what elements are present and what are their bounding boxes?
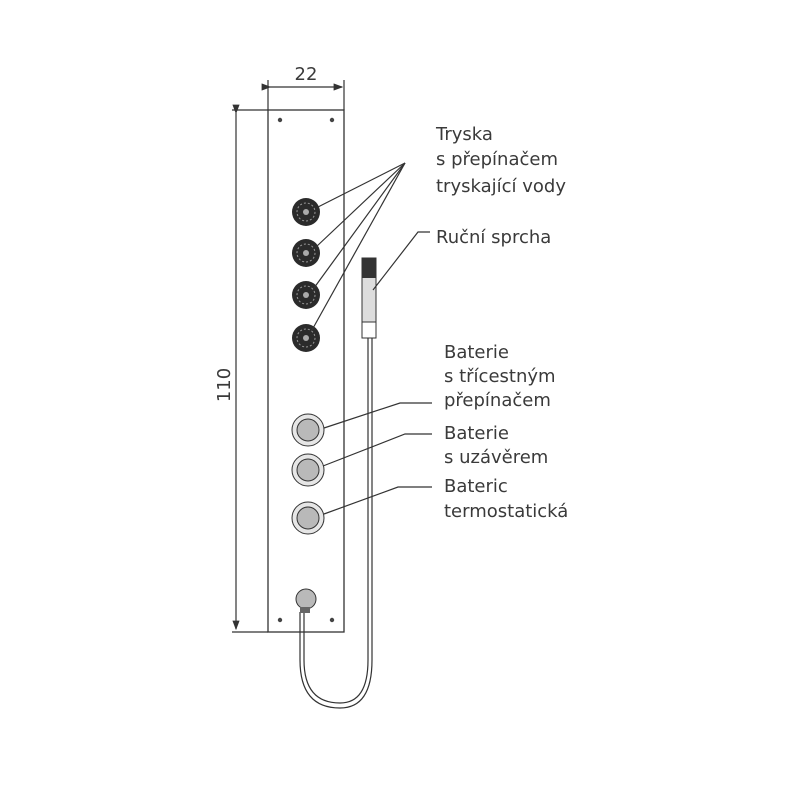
shutoff-mixer-label: Baterie s uzávěrem — [444, 423, 548, 468]
mounting-screws — [277, 117, 335, 623]
svg-text:Bateric: Bateric — [444, 476, 508, 497]
svg-text:termostatická: termostatická — [444, 501, 568, 522]
jet-icon — [292, 281, 320, 309]
jet-label: Tryska s přepínačem tryskající vody — [435, 124, 566, 197]
width-label: 22 — [295, 64, 318, 85]
svg-text:Baterie: Baterie — [444, 423, 509, 444]
svg-text:Tryska: Tryska — [435, 124, 493, 145]
jet-icon — [292, 324, 320, 352]
jet-icon — [292, 239, 320, 267]
height-dimension: 110 — [214, 104, 268, 633]
knob-leaders — [322, 402, 432, 515]
width-dimension: 22 — [261, 64, 345, 110]
thermostatic-mixer-label: Bateric termostatická — [444, 476, 568, 522]
knob-icon — [291, 413, 325, 447]
jet-nozzles — [292, 198, 320, 352]
mixer-knobs — [291, 413, 325, 613]
three-way-mixer-label: Baterie s třícestným přepínačem — [444, 342, 556, 411]
shower-panel — [267, 109, 345, 633]
svg-text:s přepínačem: s přepínačem — [436, 149, 558, 170]
knob-icon — [291, 453, 325, 487]
hose-outlet-icon — [295, 588, 317, 613]
svg-text:Baterie: Baterie — [444, 342, 509, 363]
hand-shower-icon — [299, 257, 377, 709]
hand-shower-label: Ruční sprcha — [436, 227, 551, 248]
svg-text:tryskající vody: tryskající vody — [436, 176, 566, 197]
svg-text:s uzávěrem: s uzávěrem — [444, 447, 548, 468]
height-label: 110 — [214, 368, 235, 402]
hand-shower-leader — [372, 231, 430, 291]
jet-leaders — [311, 162, 406, 331]
jet-icon — [292, 198, 320, 226]
knob-icon — [291, 501, 325, 535]
svg-text:přepínačem: přepínačem — [444, 390, 551, 411]
svg-text:s třícestným: s třícestným — [444, 366, 556, 387]
